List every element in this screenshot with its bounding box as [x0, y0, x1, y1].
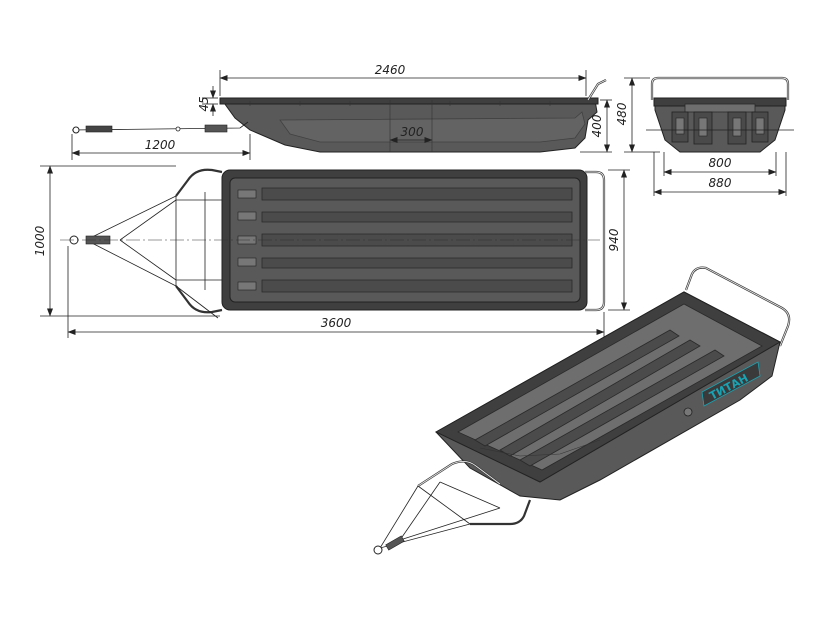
- dim-800: 800: [709, 156, 732, 170]
- top-view: [60, 168, 606, 319]
- dim-400: 400: [590, 114, 604, 137]
- front-view: [646, 76, 794, 153]
- top-view-grooves: [261, 187, 573, 293]
- side-view: [71, 79, 607, 153]
- dim-2460: 2460: [375, 63, 406, 77]
- dim-300: 300: [401, 125, 424, 139]
- top-view-dimensions: 1000 940 3600: [33, 165, 630, 338]
- dim-3600: 3600: [321, 316, 352, 330]
- dim-1200: 1200: [145, 138, 176, 152]
- front-view-dimensions: 480 800 880: [615, 77, 787, 196]
- dim-1000: 1000: [33, 225, 47, 256]
- dim-480: 480: [615, 102, 629, 125]
- isometric-view: ТИТАН: [373, 266, 791, 555]
- dim-940: 940: [607, 228, 621, 251]
- side-view-dimensions: 2460 45 300 400 1200: [71, 63, 612, 160]
- dim-45: 45: [197, 96, 211, 111]
- dim-880: 880: [709, 176, 732, 190]
